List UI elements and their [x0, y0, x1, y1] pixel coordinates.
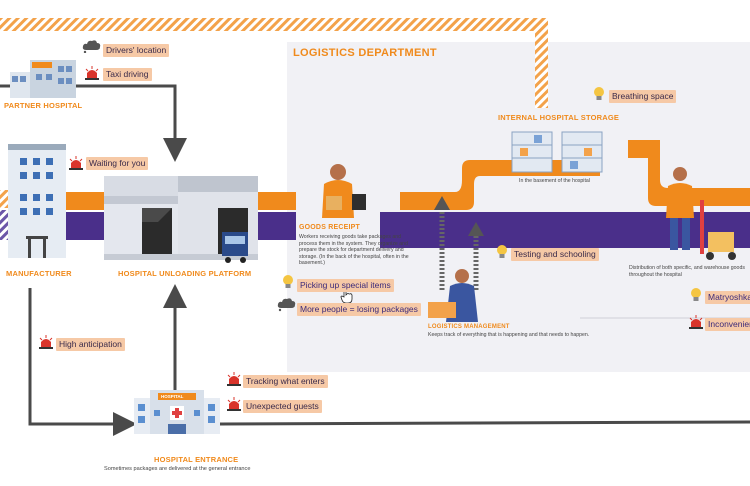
- siren-icon: [227, 397, 241, 411]
- orange-band-left: [62, 192, 104, 210]
- hospital-entrance-desc: Sometimes packages are delivered at the …: [104, 466, 251, 472]
- internal-storage-label: INTERNAL HOSPITAL STORAGE: [498, 113, 620, 122]
- goods-receipt-desc: Workers receiving goods take packages an…: [299, 234, 409, 266]
- manufacturer-label: MANUFACTURER: [6, 269, 72, 278]
- goods-receipt-label: GOODS RECEIPT: [299, 224, 360, 231]
- line-entrance-right: [219, 420, 750, 426]
- hospital-sign: HOSPITAL: [161, 394, 184, 399]
- hospital-entrance-building: [134, 390, 220, 434]
- purple-band-mid: [258, 212, 296, 240]
- tag-unexpected-guests: Unexpected guests: [243, 400, 322, 413]
- internal-storage-desc: In the basement of the hospital: [519, 178, 590, 184]
- lightbulb-icon: [594, 87, 604, 100]
- tag-more-people: More people = losing packages: [297, 303, 421, 316]
- tag-matryoshka: Matryoshka: [705, 291, 750, 304]
- purple-band-right: [380, 212, 750, 248]
- orange-band-far-right: [628, 140, 750, 206]
- distribution-desc: Distribution of both specific, and wareh…: [629, 265, 745, 278]
- tag-drivers-location: Drivers' location: [103, 44, 170, 57]
- logistics-management-desc: Keeps track of everything that is happen…: [428, 332, 590, 338]
- thought-cloud-icon: [82, 40, 101, 53]
- purple-band-left: [62, 212, 104, 240]
- storage-shelves: [511, 131, 603, 173]
- pointer-hand-icon: [340, 288, 353, 304]
- tag-taxi-driving: Taxi driving: [103, 68, 152, 81]
- dashed-arrow-2-head: [468, 222, 484, 236]
- distribution-worker: [666, 167, 736, 260]
- goods-receipt-worker: [322, 164, 366, 218]
- siren-icon: [227, 372, 241, 386]
- arrow-manufacturer-to-entrance: [28, 288, 137, 436]
- orange-band-mid: [258, 192, 296, 210]
- siren-icon: [85, 66, 99, 80]
- tag-picking-up: Picking up special items: [297, 279, 394, 292]
- thought-cloud-icon: [277, 298, 296, 312]
- dashed-arrow-1-head: [434, 196, 450, 210]
- tag-testing-schooling: Testing and schooling: [511, 248, 599, 261]
- hatched-border-top: [0, 18, 548, 108]
- lightbulb-icon: [691, 288, 701, 301]
- logistics-manager-figure: [428, 269, 478, 322]
- unloading-platform-label: HOSPITAL UNLOADING PLATFORM: [118, 269, 252, 278]
- partner-hospital-label: PARTNER HOSPITAL: [4, 101, 83, 110]
- tag-waiting: Waiting for you: [86, 157, 149, 170]
- siren-icon: [689, 315, 703, 329]
- tag-tracking: Tracking what enters: [243, 375, 328, 388]
- lightbulb-icon: [283, 275, 293, 288]
- logistics-management-label: LOGISTICS MANAGEMENT: [428, 324, 510, 330]
- lightbulb-icon: [497, 245, 507, 258]
- tag-inconvenient: Inconvenient: [705, 318, 750, 331]
- siren-icon: [39, 335, 53, 349]
- manufacturer-building: [8, 144, 66, 258]
- partner-hospital-building: [10, 60, 76, 98]
- department-title: LOGISTICS DEPARTMENT: [293, 47, 437, 59]
- tag-high-anticipation: High anticipation: [56, 338, 125, 351]
- tag-breathing-space: Breathing space: [609, 90, 677, 103]
- hospital-entrance-label: HOSPITAL ENTRANCE: [154, 455, 239, 464]
- siren-icon: [69, 156, 83, 170]
- unloading-platform-warehouse: [104, 176, 258, 263]
